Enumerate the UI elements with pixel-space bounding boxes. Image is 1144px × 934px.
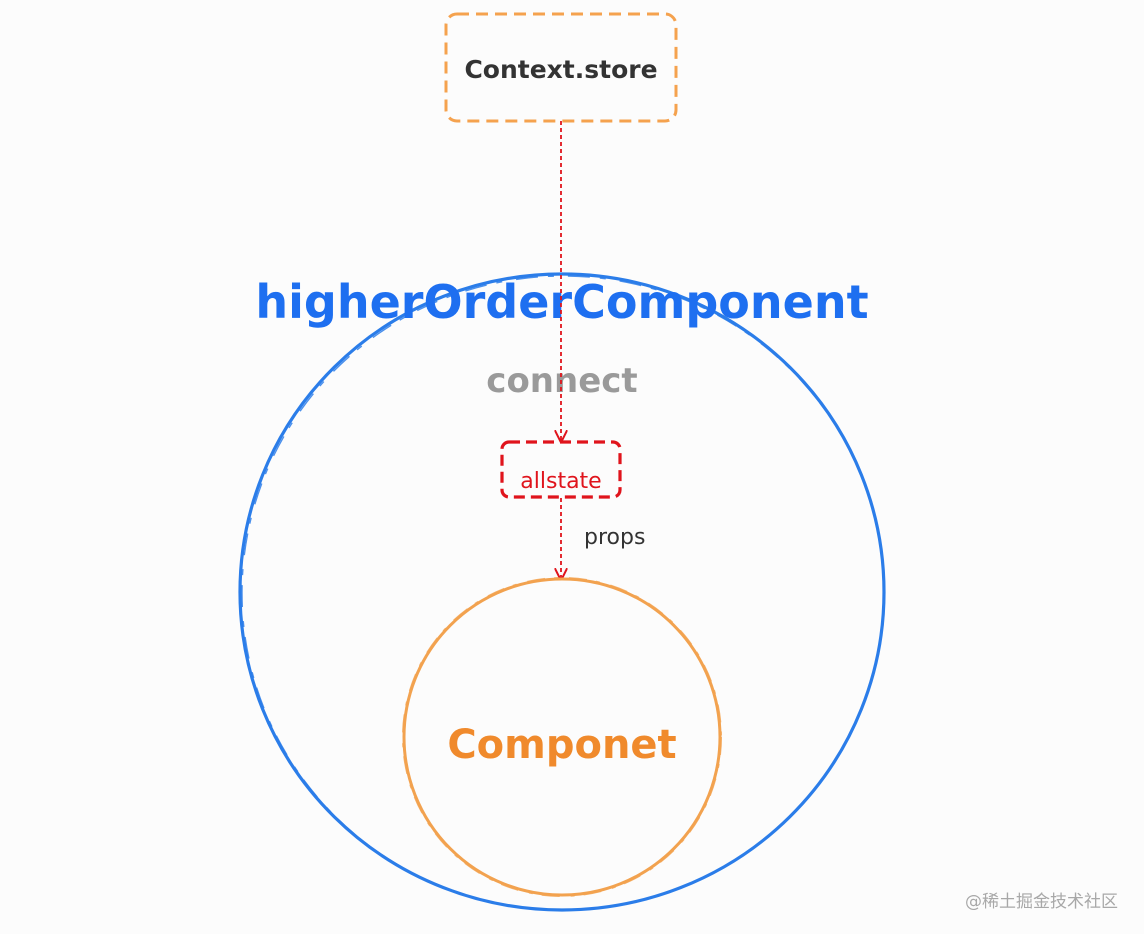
props-label: props bbox=[584, 525, 645, 550]
allstate-box bbox=[500, 440, 622, 499]
context-store-box bbox=[444, 12, 678, 123]
component-circle-sketch-top bbox=[402, 577, 722, 897]
context-store-label: Context.store bbox=[464, 55, 657, 84]
watermark: @稀土掘金技术社区 bbox=[965, 892, 1118, 912]
connect-label: connect bbox=[486, 361, 637, 401]
higher-order-component-title: higherOrderComponent bbox=[255, 275, 868, 329]
allstate-label: allstate bbox=[520, 469, 601, 494]
component-label: Componet bbox=[447, 722, 676, 768]
higher-order-component-circle-sketch bbox=[241, 275, 885, 911]
